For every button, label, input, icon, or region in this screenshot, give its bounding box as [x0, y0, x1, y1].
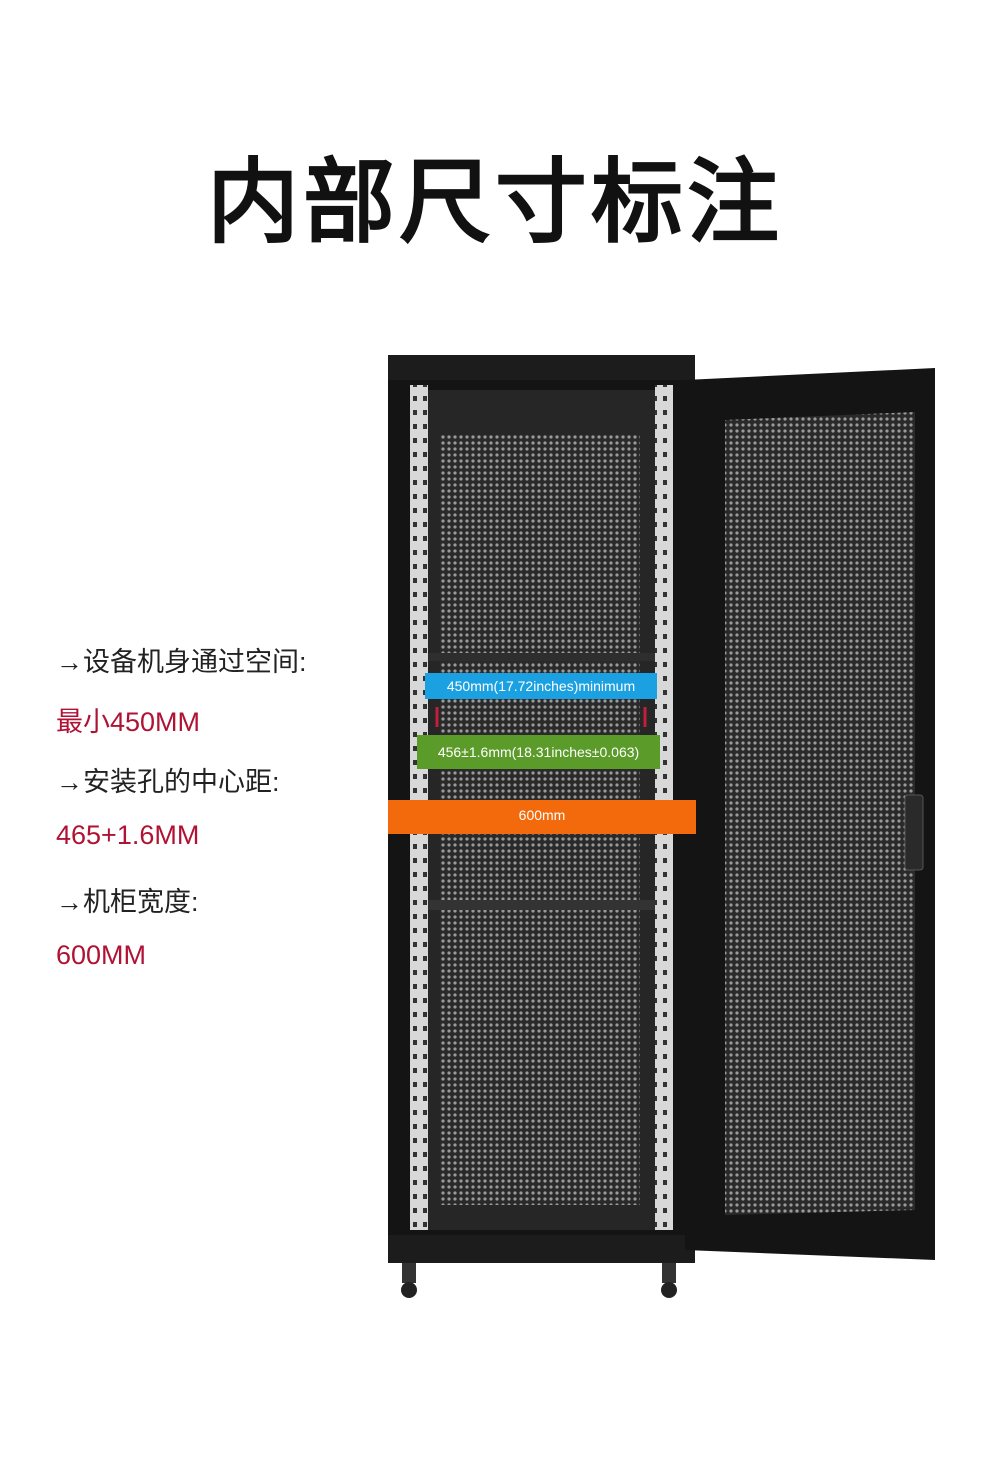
hole-spacing-bar	[417, 735, 660, 769]
spec-hole-spacing-label: →安装孔的中心距:	[56, 767, 280, 797]
clearance-bar	[425, 673, 657, 699]
width-bar	[388, 800, 696, 834]
width-dimension-label: 600mm	[518, 807, 566, 823]
hole-spacing-dimension-label: 456±1.6mm(18.31inches±0.063)	[437, 744, 640, 760]
spec-width-label: →机柜宽度:	[56, 887, 199, 917]
upper-shelf	[428, 653, 655, 661]
open-door	[685, 368, 935, 1260]
caster-wheels	[401, 1263, 677, 1298]
shelf	[428, 900, 655, 910]
door-handle-icon	[904, 794, 924, 871]
spec-clearance-label: →设备机身通过空间:	[56, 647, 307, 677]
spec-hole-spacing-value: 465+1.6MM	[56, 820, 200, 850]
clearance-dimension-label: 450mm(17.72inches)minimum	[446, 678, 636, 694]
page-title: 内部尺寸标注	[206, 149, 783, 256]
spec-clearance-value: 最小450MM	[56, 707, 201, 737]
cabinet-illustration	[388, 355, 935, 1298]
cabinet-base	[388, 1235, 695, 1263]
spec-width-value: 600MM	[56, 940, 147, 970]
